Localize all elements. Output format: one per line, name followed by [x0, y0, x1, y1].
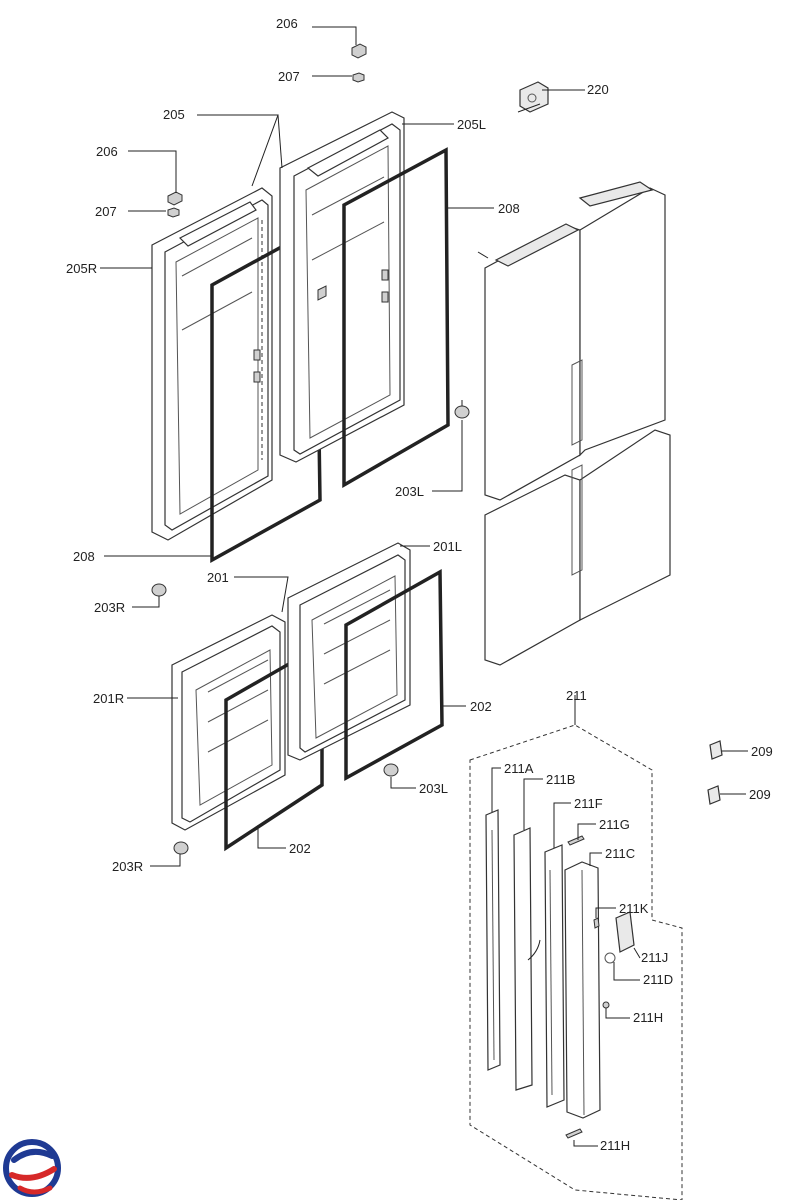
hinge-203L-lower [383, 763, 399, 777]
label-205L: 205L [457, 117, 486, 132]
door-205R [151, 187, 273, 541]
label-211D: 211D [643, 972, 673, 987]
gasket-202-left-lower [344, 569, 444, 781]
label-208-lower: 208 [73, 549, 95, 564]
spring-211D [604, 952, 616, 964]
label-211C: 211C [605, 846, 635, 861]
label-211K: 211K [619, 901, 649, 916]
label-203L-lower: 203L [419, 781, 448, 796]
label-207-top: 207 [278, 69, 300, 84]
part-211K [593, 917, 600, 929]
clip-211H-lower [565, 1128, 583, 1139]
clip-209-lower [707, 785, 721, 805]
label-211H-upper: 211H [633, 1010, 663, 1025]
hinge-203R-upper [151, 583, 167, 597]
panel-211B [513, 827, 541, 1091]
label-211J: 211J [641, 950, 668, 965]
label-201L: 201L [433, 539, 462, 554]
label-211B: 211B [546, 772, 575, 787]
label-211F: 211F [574, 796, 603, 811]
part-220-bracket [517, 81, 549, 113]
gasket-208-left-upper [342, 147, 450, 489]
label-211H-lower: 211H [600, 1138, 630, 1153]
label-203R-lower: 203R [112, 859, 143, 874]
hinge-203L-upper [454, 400, 470, 419]
handle-211C [564, 861, 601, 1119]
label-206-top: 206 [276, 16, 298, 31]
cap-207-top [352, 72, 365, 83]
label-203R-upper: 203R [94, 600, 125, 615]
hinge-cap-206-top [351, 43, 367, 59]
hinge-203R-lower [173, 841, 189, 855]
frame-211F [544, 844, 565, 1108]
screw-211H-upper [602, 1001, 610, 1009]
assembled-refrigerator [477, 181, 671, 666]
label-209-lower: 209 [749, 787, 771, 802]
label-202-upper: 202 [470, 699, 492, 714]
clip-209-upper [709, 740, 723, 760]
hinge-cap-206-mid [167, 191, 183, 206]
brand-logo-icon [3, 1139, 61, 1197]
label-205: 205 [163, 107, 185, 122]
leader-lines [100, 26, 748, 1147]
label-202-lower: 202 [289, 841, 311, 856]
door-201R [171, 614, 286, 831]
strip-211A [485, 809, 501, 1071]
label-220: 220 [587, 82, 609, 97]
module-211J [615, 911, 635, 953]
label-203L-upper: 203L [395, 484, 424, 499]
label-209-upper: 209 [751, 744, 773, 759]
door-205L [279, 111, 405, 463]
label-211G: 211G [599, 817, 630, 832]
label-207-mid: 207 [95, 204, 117, 219]
part-labels: 206 207 220 205 205L 206 207 208 205R 20… [66, 16, 773, 1153]
label-206-mid: 206 [96, 144, 118, 159]
label-211A: 211A [504, 761, 534, 776]
handle-assembly-211-outline [469, 724, 683, 1200]
door-201L [287, 542, 411, 761]
part-211G [567, 835, 585, 846]
label-211: 211 [566, 688, 587, 703]
label-208-upper: 208 [498, 201, 520, 216]
label-201R: 201R [93, 691, 124, 706]
label-201: 201 [207, 570, 229, 585]
label-205R: 205R [66, 261, 97, 276]
cap-207-mid [167, 207, 180, 218]
